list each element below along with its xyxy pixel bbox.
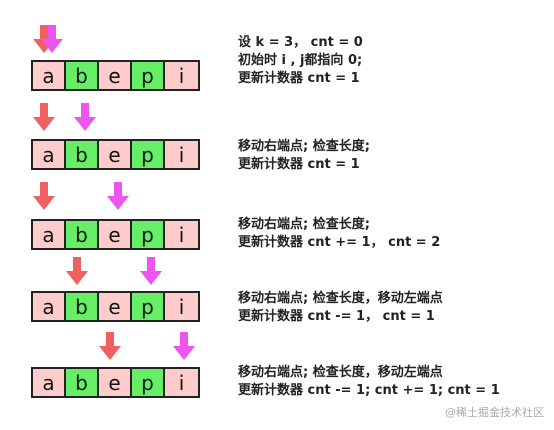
description-line: 移动右端点; 检查长度，移动左端点 xyxy=(238,291,443,306)
array-cell: p xyxy=(132,369,165,396)
array-cell: e xyxy=(99,293,132,320)
right-pointer-arrow xyxy=(73,103,96,131)
letter-array: a b e p i xyxy=(31,291,200,322)
array-cell: b xyxy=(66,62,99,89)
left-pointer-arrow xyxy=(65,257,88,285)
right-pointer-arrow xyxy=(172,332,195,360)
description-line: 更新计数器 cnt = 1 xyxy=(238,157,360,172)
array-cell: p xyxy=(132,293,165,320)
step-description: 设 k = 3， cnt = 0 初始时 i , j都指向 0; 更新计数器 c… xyxy=(238,34,363,88)
array-cell: a xyxy=(33,221,66,248)
array-cell: a xyxy=(33,141,66,168)
array-cell: i xyxy=(165,141,198,168)
array-cell: e xyxy=(99,221,132,248)
left-pointer-arrow xyxy=(32,103,55,131)
description-line: 更新计数器 cnt -= 1; cnt += 1; cnt = 1 xyxy=(238,383,500,398)
letter-array: a b e p i xyxy=(31,219,200,250)
description-line: 更新计数器 cnt -= 1， cnt = 1 xyxy=(238,309,435,324)
array-cell: a xyxy=(33,62,66,89)
description-line: 移动右端点; 检查长度，移动左端点 xyxy=(238,365,443,380)
letter-array: a b e p i xyxy=(31,139,200,170)
right-pointer-arrow xyxy=(40,25,63,53)
array-cell: b xyxy=(66,141,99,168)
step-description: 移动右端点; 检查长度，移动左端点 更新计数器 cnt -= 1; cnt +=… xyxy=(238,364,500,400)
array-cell: b xyxy=(66,369,99,396)
array-cell: i xyxy=(165,62,198,89)
array-cell: b xyxy=(66,293,99,320)
step-description: 移动右端点; 检查长度，移动左端点 更新计数器 cnt -= 1， cnt = … xyxy=(238,290,443,326)
array-cell: a xyxy=(33,369,66,396)
array-cell: p xyxy=(132,62,165,89)
array-cell: p xyxy=(132,141,165,168)
left-pointer-arrow xyxy=(32,182,55,210)
array-cell: e xyxy=(99,369,132,396)
step-description: 移动右端点; 检查长度; 更新计数器 cnt = 1 xyxy=(238,138,370,174)
description-line: 更新计数器 cnt = 1 xyxy=(238,71,360,86)
description-line: 移动右端点; 检查长度; xyxy=(238,217,370,232)
array-cell: e xyxy=(99,141,132,168)
description-line: 更新计数器 cnt += 1， cnt = 2 xyxy=(238,235,441,250)
array-cell: a xyxy=(33,293,66,320)
array-cell: i xyxy=(165,369,198,396)
description-line: 设 k = 3， cnt = 0 xyxy=(238,35,363,50)
array-cell: e xyxy=(99,62,132,89)
left-pointer-arrow xyxy=(98,332,121,360)
step-description: 移动右端点; 检查长度; 更新计数器 cnt += 1， cnt = 2 xyxy=(238,216,440,252)
array-cell: i xyxy=(165,293,198,320)
description-line: 初始时 i , j都指向 0; xyxy=(238,53,363,68)
description-line: 移动右端点; 检查长度; xyxy=(238,139,370,154)
array-cell: i xyxy=(165,221,198,248)
right-pointer-arrow xyxy=(139,257,162,285)
watermark: @稀土掘金技术社区 xyxy=(445,406,544,419)
letter-array: a b e p i xyxy=(31,60,200,91)
right-pointer-arrow xyxy=(106,182,129,210)
letter-array: a b e p i xyxy=(31,367,200,398)
array-cell: p xyxy=(132,221,165,248)
array-cell: b xyxy=(66,221,99,248)
